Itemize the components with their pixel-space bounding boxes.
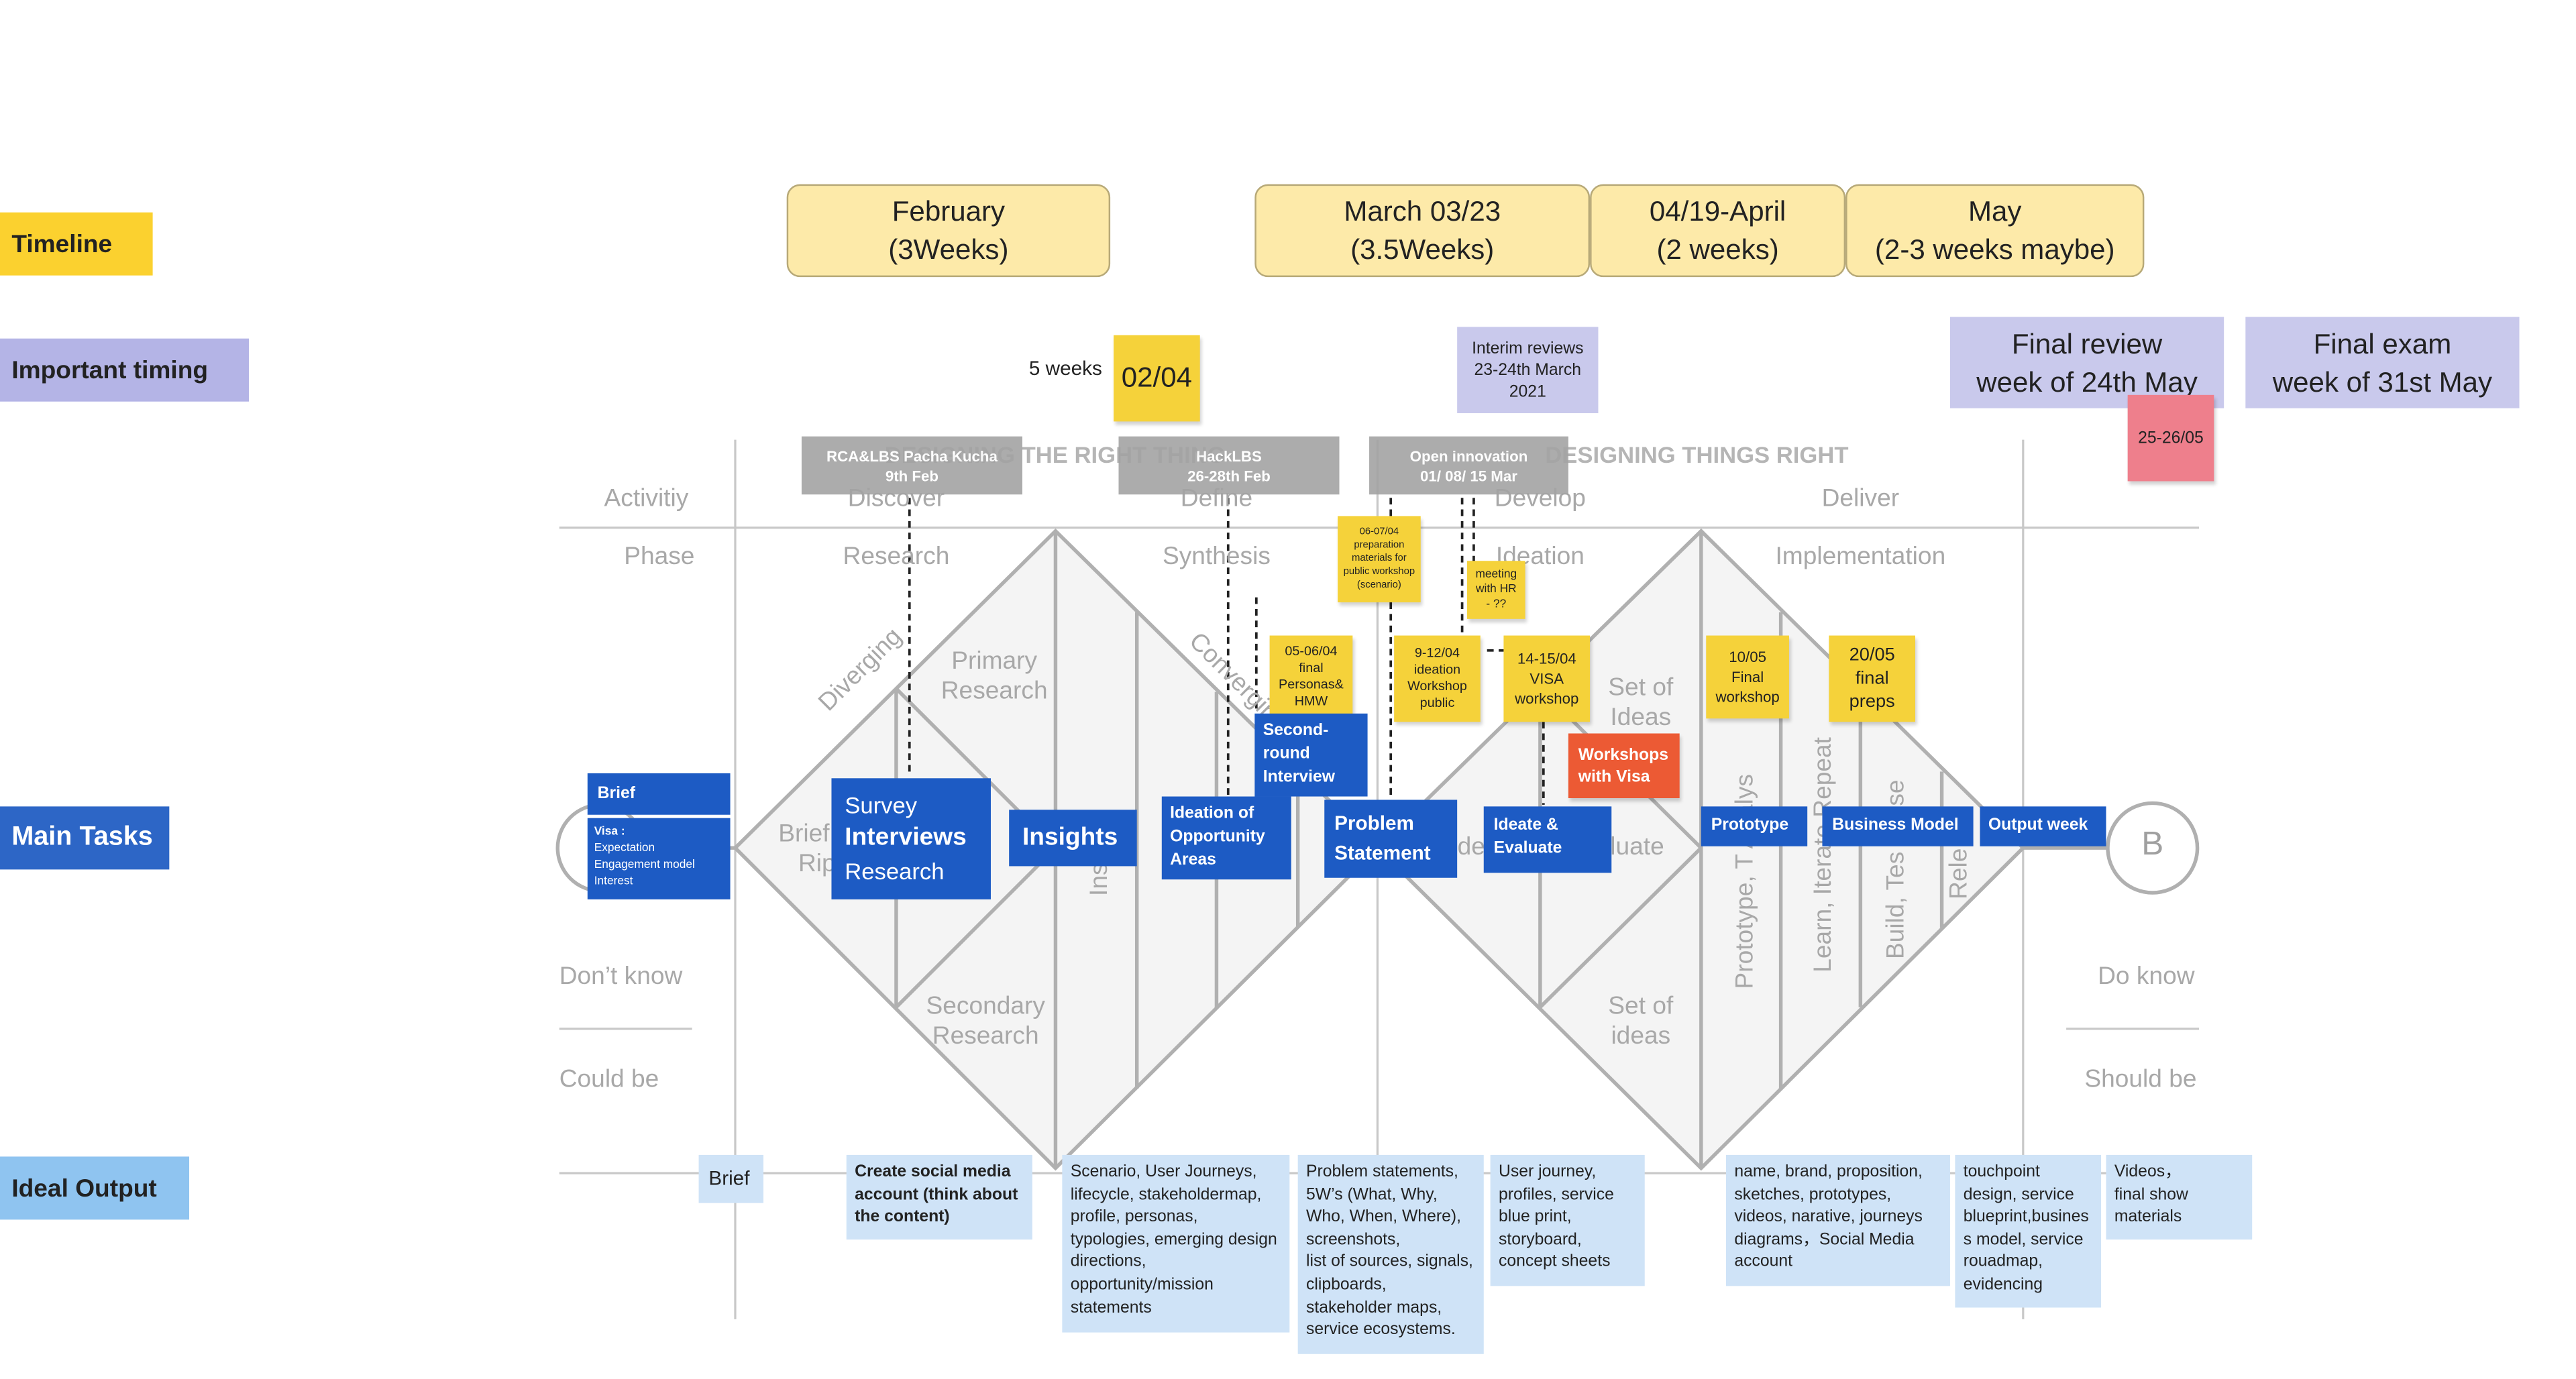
ideal-output-row-label: Ideal Output bbox=[0, 1156, 190, 1220]
output-problem-statements: Problem statements,5W’s (What, Why,Who, … bbox=[1297, 1154, 1484, 1354]
output-brief: Brief bbox=[698, 1154, 764, 1203]
could-be-label: Could be bbox=[559, 1065, 659, 1094]
task-brief: Brief bbox=[587, 773, 731, 815]
learn-vertical-label: Learn, Iterate Repeat bbox=[1809, 737, 1837, 973]
end-b-label: B bbox=[2141, 826, 2164, 863]
task-output-week: Output week bbox=[1980, 806, 2106, 846]
do-know-label: Do know bbox=[2098, 962, 2195, 991]
rele-vertical-label: Rele bbox=[1945, 848, 1974, 899]
five-weeks-label: 5 weeks bbox=[1028, 356, 1102, 380]
dont-know-label: Don’t know bbox=[559, 962, 683, 991]
output-scenario-journeys: Scenario, User Journeys,lifecycle, stake… bbox=[1062, 1154, 1290, 1333]
phase-synthesis: Synthesis bbox=[1162, 542, 1271, 571]
timeline-may: May(2-3 weeks maybe) bbox=[1845, 184, 2145, 278]
phase-label: Phase bbox=[624, 542, 695, 571]
phase-research: Research bbox=[843, 542, 950, 571]
task-prototype: Prototype bbox=[1701, 806, 1808, 846]
date-0204-sticky: 02/04 bbox=[1114, 335, 1200, 422]
phase-implementation: Implementation bbox=[1775, 542, 1946, 571]
activities-label: Activitiy bbox=[604, 484, 689, 513]
timeline-row-label: Timeline bbox=[0, 212, 153, 276]
designing-things-right-title: DESIGNING THINGS RIGHT bbox=[1545, 441, 1849, 468]
important-timing-row-label: Important timing bbox=[0, 338, 250, 402]
task-insights: Insights bbox=[1009, 810, 1137, 867]
main-tasks-row-label: Main Tasks bbox=[0, 806, 170, 870]
timeline-march: March 03/23(3.5Weeks) bbox=[1254, 184, 1591, 278]
should-be-label: Should be bbox=[2084, 1065, 2197, 1094]
timeline-april: 04/19-April(2 weeks) bbox=[1590, 184, 1846, 278]
task-ideate-evaluate: Ideate &Evaluate bbox=[1483, 806, 1612, 873]
task-business-model: Business Model bbox=[1822, 806, 1974, 846]
activity-deliver: Deliver bbox=[1821, 484, 1900, 513]
timeline-february: February(3Weeks) bbox=[786, 184, 1111, 278]
pink-sticky-2526: 25-26/05 bbox=[2127, 394, 2214, 482]
output-brand-proposition: name, brand, proposition,sketches, proto… bbox=[1725, 1154, 1950, 1286]
